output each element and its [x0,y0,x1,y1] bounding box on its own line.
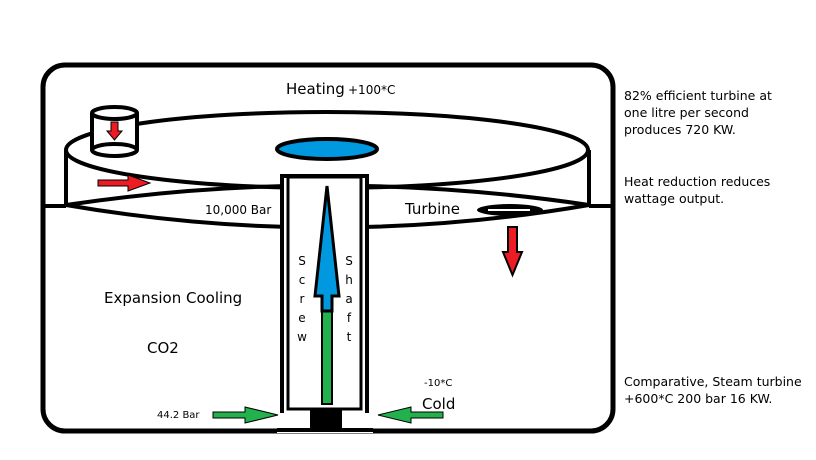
screw-label: S c r e w [297,254,307,344]
shaft-up-arrow-icon [313,185,341,313]
turbine-label: Turbine [404,200,460,218]
shaft-base-block [310,410,342,430]
screw-letter: c [299,273,306,287]
shaft-letter: h [345,273,353,287]
screw-letter: e [298,311,305,325]
outlet-down-arrow-icon [501,226,524,278]
inlet-cup-bottom [90,142,139,158]
inlet-right-arrow-icon [377,406,444,424]
shaft-letter: S [345,254,353,268]
screw-letter: w [297,330,307,344]
expansion-cooling-label: Expansion Cooling [104,289,242,307]
comparison-note: Comparative, Steam turbine +600*C 200 ba… [624,374,802,406]
heat-reduction-note: Heat reduction reduces wattage output. [624,174,771,206]
shaft-label: S h a f t [345,254,353,344]
gas-label: CO2 [147,339,179,357]
screw-letter: r [300,292,305,306]
heating-temp-label: +100*C [348,83,395,97]
inlet-left-arrow-icon [212,406,279,424]
efficiency-note: 82% efficient turbine at one litre per s… [624,88,772,137]
shaft-letter: a [345,292,352,306]
cold-temp-label: -10*C [424,378,452,389]
heating-label: Heating [286,80,345,98]
flow-right-arrow-icon [97,174,152,192]
pressure-high-label: 10,000 Bar [205,203,271,217]
water-window [275,137,379,161]
screw-letter: S [298,254,306,268]
cold-label: Cold [422,395,455,413]
inlet-down-arrow-icon [105,121,124,141]
shaft-letter: f [347,311,352,325]
pressure-low-label: 44.2 Bar [157,410,200,421]
shaft-green-section [321,310,333,405]
shaft-letter: t [347,330,352,344]
inlet-cup-top [90,105,139,121]
